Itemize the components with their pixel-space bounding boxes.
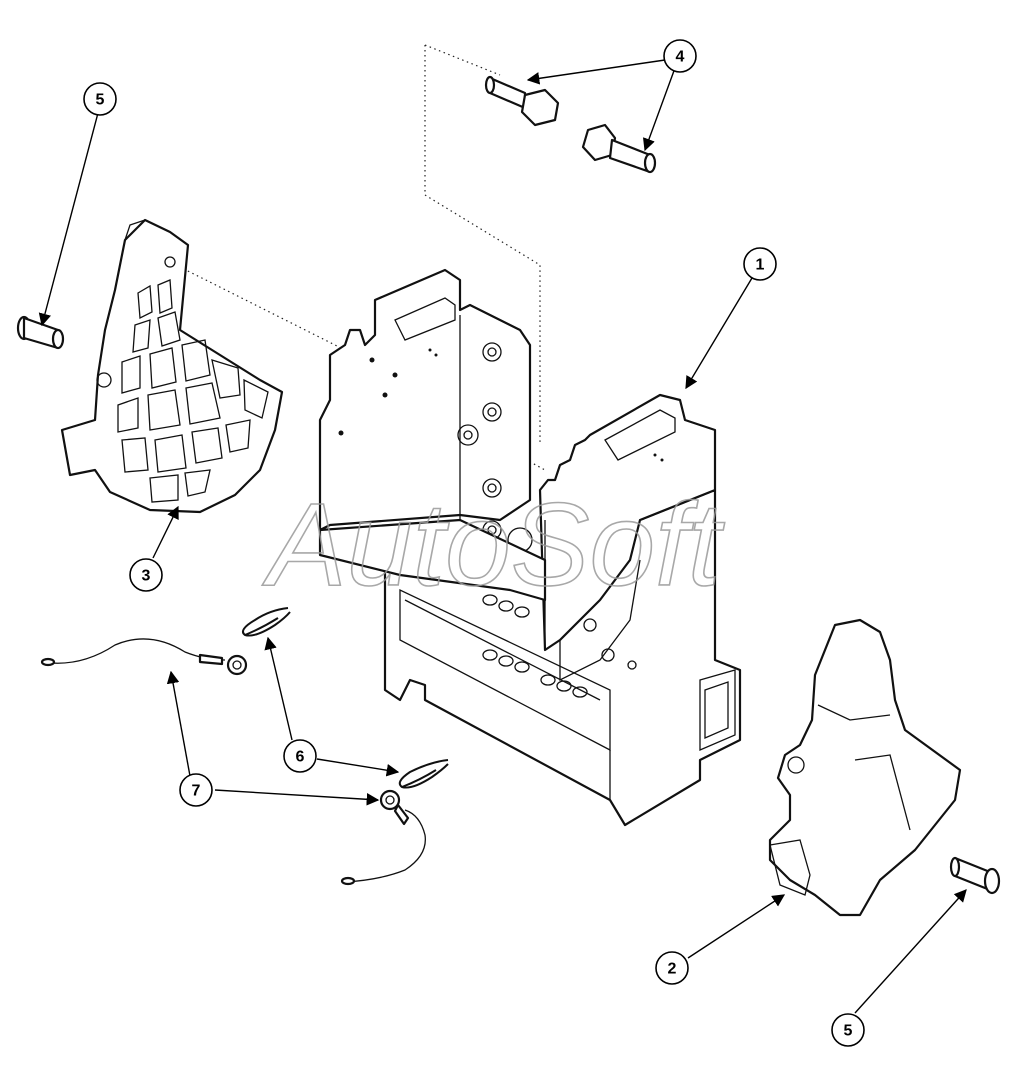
left-sector-plate [60,218,284,514]
callout-4: 4 [663,39,697,73]
callout-5-left: 5 [83,82,117,116]
svg-text:7: 7 [192,783,201,800]
svg-text:3: 3 [142,568,151,585]
svg-text:4: 4 [676,49,685,66]
callout-7: 7 [179,773,213,807]
leader-lines [38,59,967,1014]
svg-text:2: 2 [668,961,677,978]
svg-text:1: 1 [756,257,765,274]
callout-5-right: 5 [831,1013,865,1047]
svg-text:6: 6 [296,749,305,766]
watermark-text: AutoSoft [262,479,725,611]
callout-3: 3 [129,558,163,592]
callout-1: 1 [743,247,777,281]
clevis-pin-left [16,315,65,350]
pivot-bosses [457,342,533,553]
lanyard-cable-upper [40,638,248,676]
clevis-pin-right [949,856,1001,895]
rivet-dots [338,348,664,462]
hair-pin-clip-upper [242,607,291,637]
main-bracket-frame [318,268,742,827]
hair-pin-clip-lower [398,759,449,789]
callout-6: 6 [283,739,317,773]
base-holes [482,594,588,698]
lanyard-cable-lower [340,789,426,886]
right-sector-plate [768,618,962,917]
bolt-lower [581,123,657,174]
callout-2: 2 [655,951,689,985]
svg-text:5: 5 [844,1023,853,1040]
svg-text:5: 5 [96,92,105,109]
bolt-upper [484,75,560,127]
